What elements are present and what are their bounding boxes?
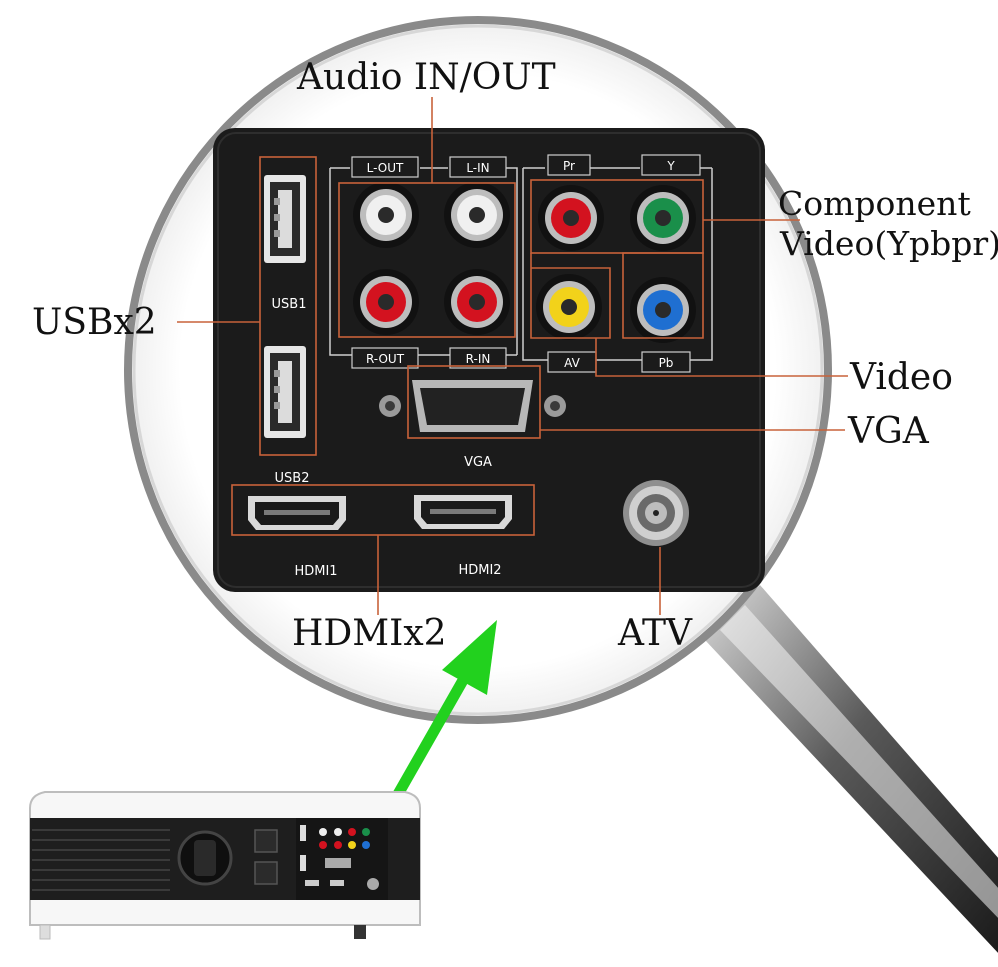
callout-usb: USBx2	[32, 302, 157, 343]
leader-lines	[177, 97, 848, 615]
tag-y: Y	[641, 154, 701, 176]
rca-jack-av	[536, 274, 602, 340]
rca-jack-y	[630, 185, 696, 251]
atv-coax-port	[623, 480, 689, 546]
tag-av: AV	[547, 351, 597, 373]
svg-text:Y: Y	[666, 159, 675, 173]
rca-jack-l-in	[444, 182, 510, 248]
tag-l-out: L-OUT	[351, 156, 419, 178]
svg-text:L-OUT: L-OUT	[367, 161, 404, 175]
rca-jack-l-out	[353, 182, 419, 248]
svg-text:R-IN: R-IN	[466, 352, 491, 366]
rca-jack-r-out	[353, 269, 419, 335]
svg-text:Pb: Pb	[659, 356, 674, 370]
rca-jack-pb	[630, 277, 696, 343]
hdmi2-label: HDMI2	[458, 563, 501, 578]
usb2-port	[264, 346, 306, 438]
svg-text:R-OUT: R-OUT	[366, 352, 405, 366]
projector-image	[29, 791, 421, 940]
svg-text:L-IN: L-IN	[466, 161, 489, 175]
magnifier-handle	[705, 585, 998, 953]
callout-video: Video	[850, 357, 953, 398]
callout-component-line1: Component	[778, 184, 971, 223]
callout-audio: Audio IN/OUT	[297, 57, 556, 98]
callout-atv: ATV	[618, 613, 693, 654]
callout-component-line2: Video(Ypbpr)	[780, 224, 998, 263]
rca-jack-pr	[538, 185, 604, 251]
callout-vga: VGA	[848, 411, 929, 452]
svg-text:AV: AV	[564, 356, 580, 370]
tag-pb: Pb	[641, 351, 691, 373]
hdmi1-label: HDMI1	[294, 564, 337, 579]
hdmi1-port	[248, 496, 346, 530]
hdmi2-port	[414, 495, 512, 529]
callout-hdmi: HDMIx2	[292, 613, 447, 654]
connector-panel: L-OUT L-IN Pr Y R-OUT R-IN AV Pb	[213, 128, 765, 592]
usb1-label: USB1	[272, 297, 307, 312]
vga-port	[379, 380, 566, 432]
tag-pr: Pr	[547, 154, 591, 176]
svg-text:Pr: Pr	[563, 159, 575, 173]
tag-r-out: R-OUT	[351, 347, 419, 369]
usb1-port	[264, 175, 306, 263]
rca-jack-r-in	[444, 269, 510, 335]
usb2-label: USB2	[275, 471, 310, 486]
tag-r-in: R-IN	[449, 347, 507, 369]
vga-panel-label: VGA	[464, 455, 492, 470]
tag-l-in: L-IN	[449, 156, 507, 178]
